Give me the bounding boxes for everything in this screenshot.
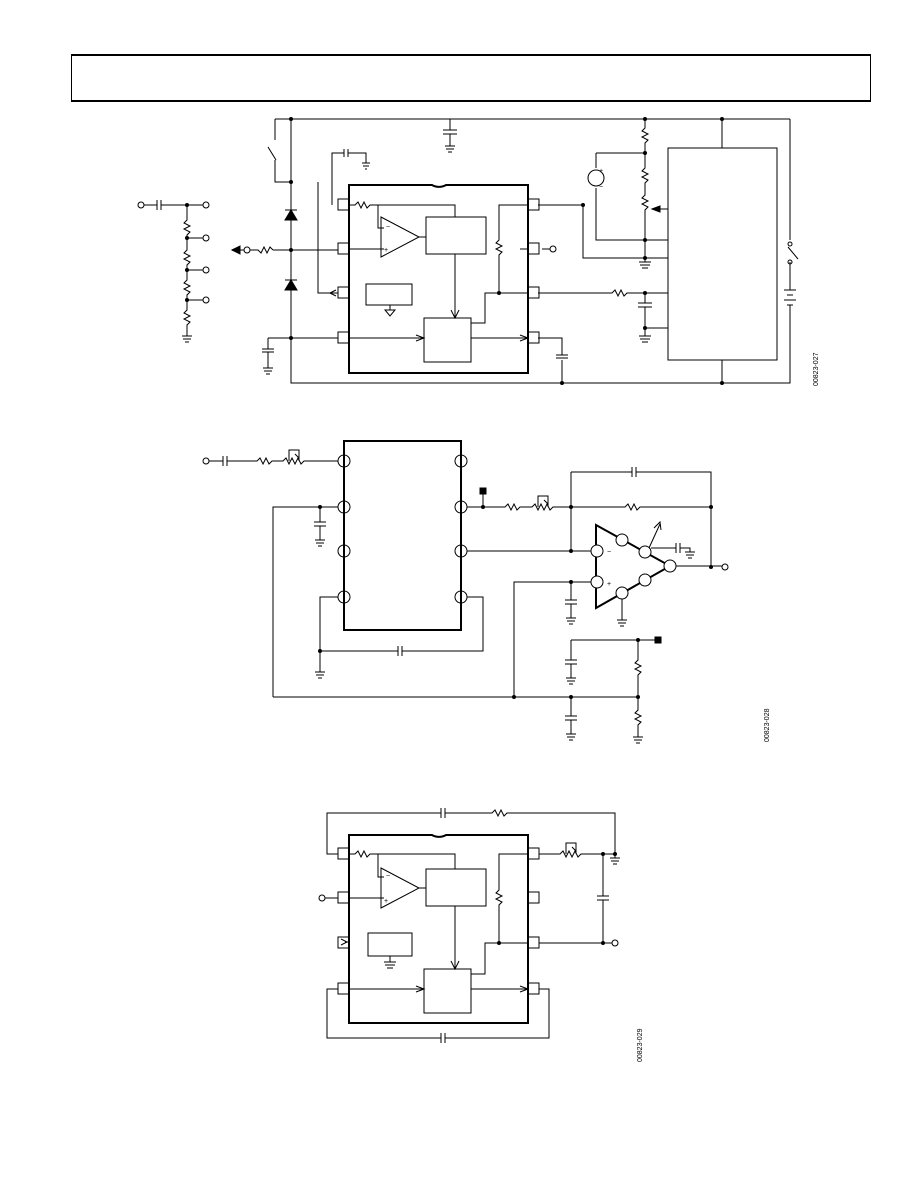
figure-1-schematic: 00823-027 − + + − [137,117,820,386]
figure-1-source-plus: + [599,168,603,175]
figure-2-meter-plus: + [607,581,611,588]
figure-1-code: 00823-027 [813,352,820,386]
figure-3-wiring [318,808,620,1043]
figure-1-opamp-plus: + [384,247,388,254]
figure-2-ic-package [337,440,468,631]
figure-3-ic-package [337,834,540,1024]
figure-2-wiring [202,449,729,744]
figure-1-opamp-minus: − [386,224,390,231]
figure-3-code: 00823-029 [637,1028,644,1062]
figure-3-opamp-plus: + [384,898,388,905]
figure-1-wiring [137,117,799,385]
figure-1-ic-package [337,184,540,374]
page-header-rule [71,54,871,102]
figure-3-schematic: 00823-029 − + [318,808,644,1062]
figure-2-code: 00823-028 [764,708,771,742]
figure-2-meter-minus: − [607,549,611,556]
figure-1-source-minus: − [599,184,603,191]
figure-2-schematic: 00823-028 − + [202,440,771,744]
figure-3-opamp-minus: − [386,873,390,880]
